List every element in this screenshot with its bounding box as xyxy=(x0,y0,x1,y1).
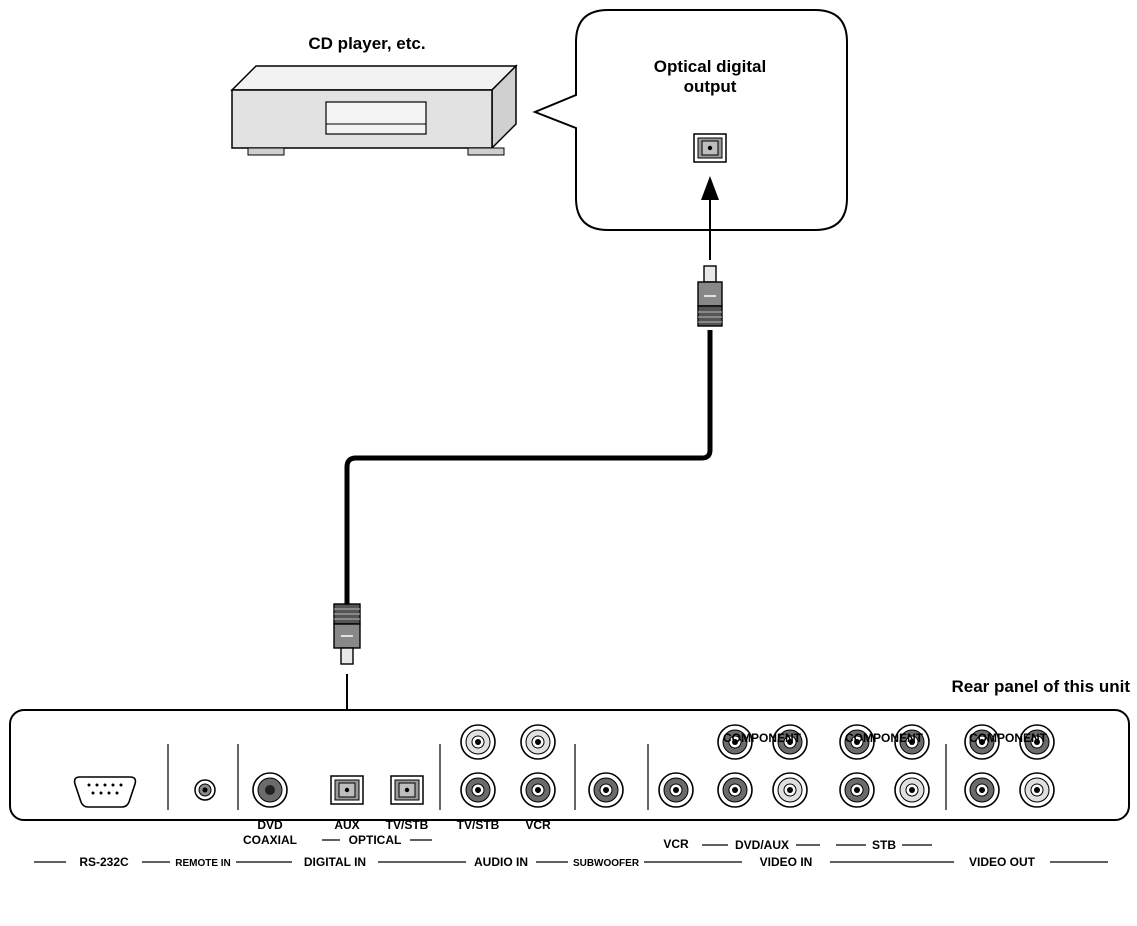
audio-vcr-top-jack-icon xyxy=(520,724,556,760)
component-dvd-2-jack-icon xyxy=(772,724,808,760)
digital-in-label: DIGITAL IN xyxy=(304,855,366,869)
video-dvd-aux-label: DVD/AUX xyxy=(735,838,789,852)
video-stb-2-jack-icon xyxy=(894,772,930,808)
rear-panel-label: Rear panel of this unit xyxy=(951,677,1130,696)
video-dvd-2-jack-icon xyxy=(772,772,808,808)
optical-cable xyxy=(344,330,713,606)
audio-vcr-bottom-jack-icon xyxy=(520,772,556,808)
remote-in-jack-icon xyxy=(194,779,216,801)
rear-panel xyxy=(9,709,1130,821)
panel-dividers xyxy=(167,744,947,810)
aux-optical-port-icon xyxy=(330,775,364,805)
dvd-coaxial-jack-icon xyxy=(252,772,288,808)
component-label-2: COMPONENT xyxy=(845,731,924,745)
audio-tv-stb-top-jack-icon xyxy=(460,724,496,760)
optical-plug-bottom-icon xyxy=(333,603,361,665)
video-out-1-jack-icon xyxy=(964,772,1000,808)
component-out-2-jack-icon xyxy=(1019,724,1055,760)
tv-stb-optical-port-icon xyxy=(390,775,424,805)
optical-output-port-icon xyxy=(693,133,727,163)
rs232c-port-icon xyxy=(73,776,137,808)
video-out-label: VIDEO OUT xyxy=(969,855,1036,869)
tv-stb-optical-label: TV/STB xyxy=(386,818,429,832)
component-label-1: COMPONENT xyxy=(723,731,802,745)
component-dvd-1-jack-icon xyxy=(717,724,753,760)
audio-tv-stb-label: TV/STB xyxy=(457,818,500,832)
dvd-label: DVD xyxy=(257,818,283,832)
component-stb-1-jack-icon xyxy=(839,724,875,760)
video-dvd-1-jack-icon xyxy=(717,772,753,808)
rs232c-label: RS-232C xyxy=(79,855,129,869)
video-stb-label: STB xyxy=(872,838,896,852)
cd-player-icon xyxy=(230,64,518,156)
subwoofer-jack-icon xyxy=(588,772,624,808)
subwoofer-label: SUBWOOFER xyxy=(573,858,640,869)
coaxial-label: COAXIAL xyxy=(243,833,297,847)
video-vcr-label: VCR xyxy=(663,837,689,851)
cd-player-label: CD player, etc. xyxy=(308,34,425,53)
remote-in-label: REMOTE IN xyxy=(175,858,231,869)
video-stb-1-jack-icon xyxy=(839,772,875,808)
audio-in-label: AUDIO IN xyxy=(474,855,528,869)
video-in-label: VIDEO IN xyxy=(760,855,813,869)
component-label-3: COMPONENT xyxy=(969,731,1048,745)
callout-bubble xyxy=(532,9,848,231)
optical-output-label-line1: Optical digital xyxy=(654,57,766,76)
optical-label: OPTICAL xyxy=(349,833,402,847)
component-stb-2-jack-icon xyxy=(894,724,930,760)
component-out-1-jack-icon xyxy=(964,724,1000,760)
video-out-2-jack-icon xyxy=(1019,772,1055,808)
aux-label: AUX xyxy=(334,818,359,832)
arrow-up-icon xyxy=(701,176,719,260)
rca-jacks xyxy=(460,724,1055,808)
optical-plug-top-icon xyxy=(697,265,723,327)
audio-tv-stb-bottom-jack-icon xyxy=(460,772,496,808)
video-vcr-jack-icon xyxy=(658,772,694,808)
audio-vcr-label: VCR xyxy=(525,818,551,832)
optical-output-label-line2: output xyxy=(684,77,737,96)
